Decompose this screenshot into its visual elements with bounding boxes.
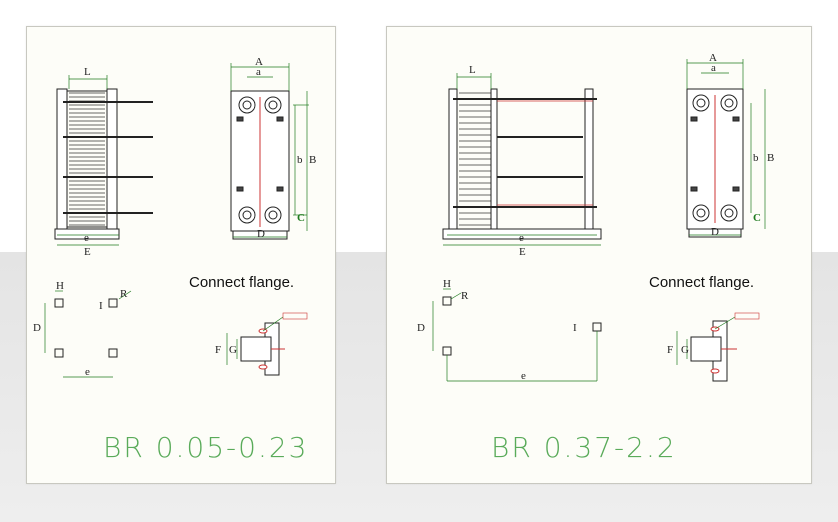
- dim-label-L: L: [469, 64, 476, 76]
- dim-label-e2: e: [521, 370, 526, 382]
- dim-label-G: G: [681, 344, 689, 356]
- dim-label-C: C: [753, 212, 761, 224]
- dim-label-b: b: [753, 152, 759, 164]
- flange-note-box: [734, 312, 760, 320]
- dim-label-I: I: [99, 300, 103, 312]
- dim-label-F: F: [215, 344, 221, 356]
- dim-label-R: R: [461, 290, 469, 302]
- dim-label-a: a: [711, 62, 716, 74]
- mounting-holes: [442, 296, 602, 356]
- dim-label-H: H: [56, 280, 64, 292]
- dim-label-e: e: [84, 232, 89, 244]
- dim-label-E: E: [84, 246, 91, 258]
- dim-label-E: E: [519, 246, 526, 258]
- front-dimensions: [230, 63, 309, 238]
- dim-label-D2: D: [417, 322, 425, 334]
- dim-label-R: R: [120, 288, 128, 300]
- mounting-holes: [54, 298, 118, 358]
- dim-label-L: L: [84, 66, 91, 78]
- model-name: BR 0.37-2.2: [491, 431, 677, 464]
- side-dimensions: [57, 75, 119, 246]
- side-view: [442, 88, 602, 240]
- dim-label-A: A: [255, 56, 263, 68]
- dim-label-H: H: [443, 278, 451, 290]
- dim-label-D2: D: [33, 322, 41, 334]
- section-title: Connect flange.: [649, 274, 754, 291]
- dim-label-F: F: [667, 344, 673, 356]
- technical-drawing-right: L e E A a b B C D Connect flange. H I: [417, 52, 774, 464]
- dim-label-B: B: [309, 154, 316, 166]
- section-title: Connect flange.: [189, 274, 294, 291]
- flange-note-box: [282, 312, 308, 320]
- dim-label-e2: e: [85, 366, 90, 378]
- dim-label-a: a: [256, 66, 261, 78]
- technical-drawing-left: L e E A a b B C D Connect flange.: [33, 56, 316, 464]
- dim-label-b: b: [297, 154, 303, 166]
- drawing-panel-br-037-22: L e E A a b B C D Connect flange. H I: [386, 26, 812, 484]
- drawing-panel-br-005-023: L e E A a b B C D Connect flange.: [26, 26, 336, 484]
- side-view: [54, 88, 153, 240]
- dim-label-C: C: [297, 212, 305, 224]
- dim-label-A: A: [709, 52, 717, 64]
- flange-detail: [690, 320, 728, 382]
- dim-label-I: I: [573, 322, 577, 334]
- dim-label-D: D: [257, 228, 265, 240]
- dim-label-G: G: [229, 344, 237, 356]
- dim-label-D: D: [711, 226, 719, 238]
- dim-label-B: B: [767, 152, 774, 164]
- model-name: BR 0.05-0.23: [103, 431, 308, 464]
- dim-label-e: e: [519, 232, 524, 244]
